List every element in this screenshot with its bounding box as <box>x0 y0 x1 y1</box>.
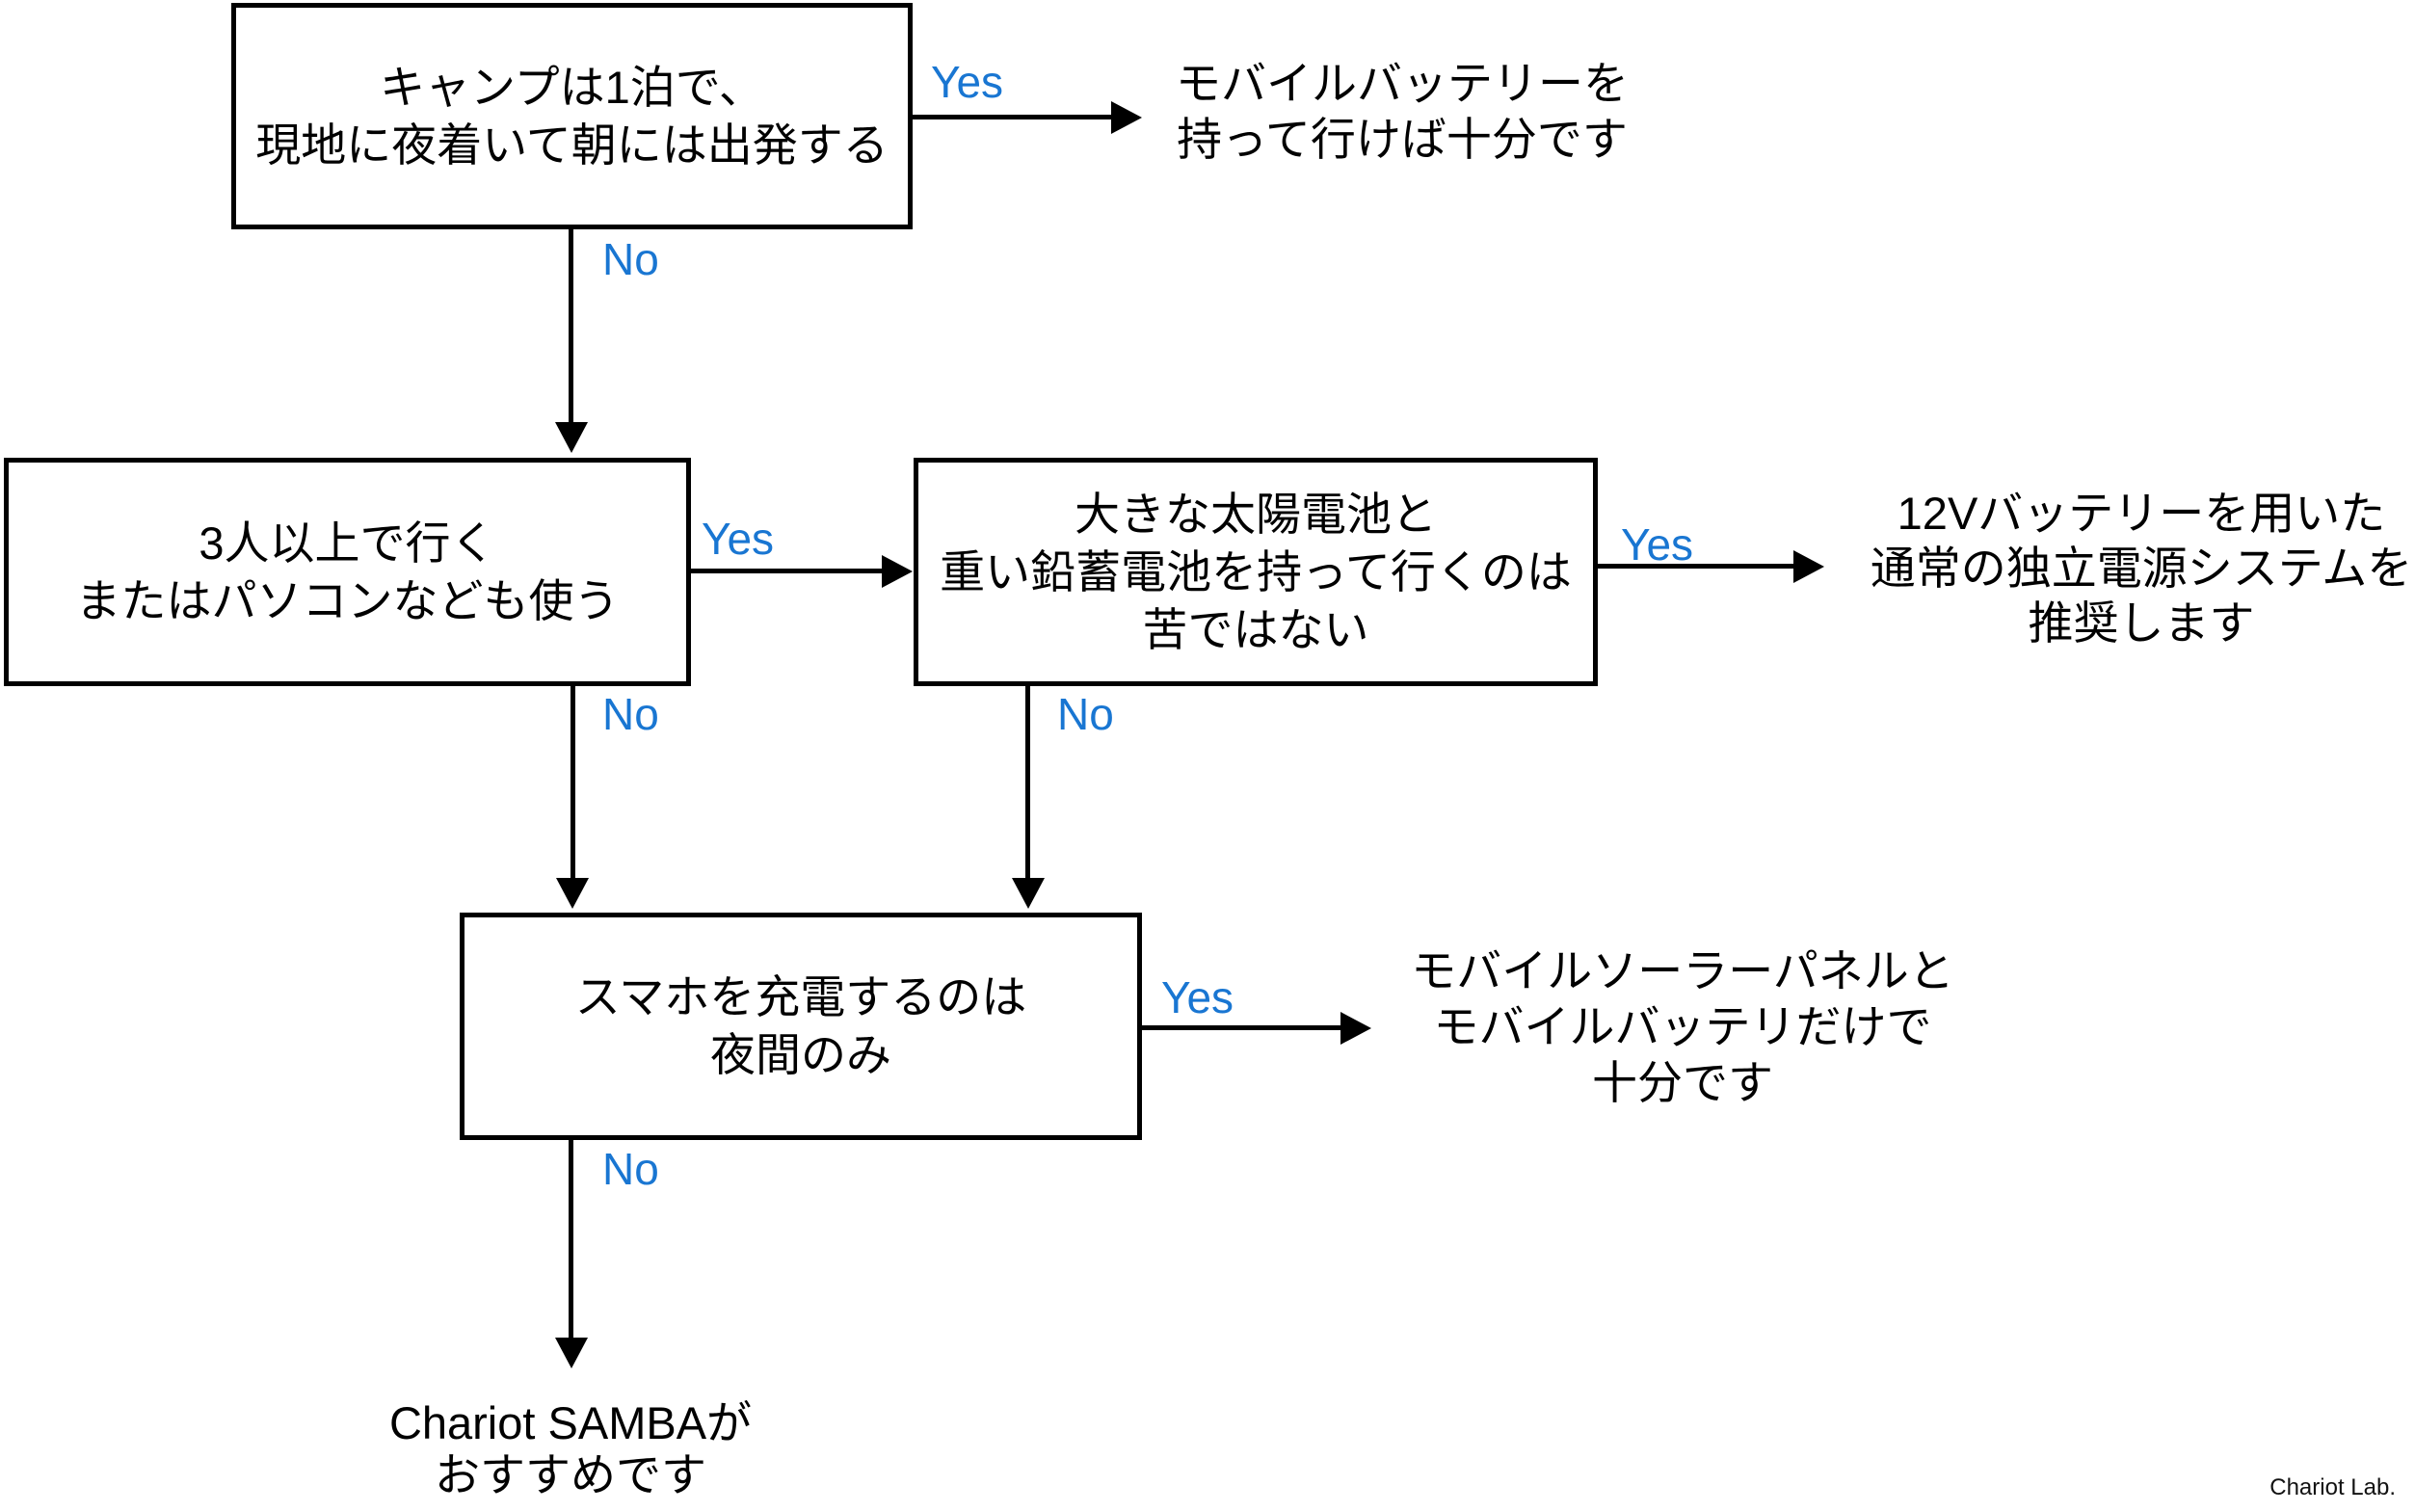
arrowhead-right-icon <box>1340 1012 1371 1045</box>
decision-box-camp-one-night: キャンプは1泊で、 現地に夜着いて朝には出発する <box>231 3 913 229</box>
result-text-line: 十分です <box>1592 1057 1773 1108</box>
arrowhead-down-icon <box>555 1338 588 1368</box>
result-text-line: おすすめです <box>435 1449 706 1500</box>
arrowhead-down-icon <box>1012 878 1045 909</box>
result-text-line: モバイルバッテリだけで <box>1433 1001 1932 1052</box>
arrow-q4-yes-line <box>1142 1025 1340 1030</box>
decision-box-charge-phone-night-only: スマホを充電するのは 夜間のみ <box>460 913 1142 1140</box>
edge-label-q2-no: No <box>602 689 659 739</box>
result-text-line: 推奨します <box>2028 597 2255 649</box>
arrowhead-down-icon <box>556 878 589 909</box>
arrowhead-right-icon <box>1793 550 1824 583</box>
edge-label-q2-yes: Yes <box>702 514 775 564</box>
decision-text-line: 3人以上で行く <box>199 517 496 569</box>
arrowhead-down-icon <box>555 422 588 453</box>
arrow-q2-yes-line <box>691 569 882 573</box>
decision-box-heavy-battery-ok: 大きな太陽電池と 重い鉛蓄電池を持って行くのは 苦ではない <box>914 458 1598 686</box>
arrow-q3-no-line <box>1025 686 1030 878</box>
decision-text-line: キャンプは1泊で、 <box>380 61 764 113</box>
decision-text-line: スマホを充電するのは <box>574 971 1027 1022</box>
edge-label-q4-yes: Yes <box>1161 972 1234 1022</box>
result-text-line: Chariot SAMBAが <box>388 1397 753 1448</box>
result-text-line: 12Vバッテリーを用いた <box>1897 488 2386 539</box>
arrow-q3-yes-line <box>1598 564 1793 569</box>
arrow-q1-no-line <box>569 229 573 422</box>
decision-text-line: 現地に夜着いて朝には出発する <box>255 119 889 171</box>
result-12v-system: 12Vバッテリーを用いた 通常の独立電源システムを 推奨します <box>1852 486 2415 650</box>
decision-text-line: 重い鉛蓄電池を持って行くのは <box>940 545 1572 597</box>
decision-box-three-people-or-pc: 3人以上で行く またはパソコンなども使う <box>4 458 691 686</box>
result-mobile-solar-panel: モバイルソーラーパネルと モバイルバッテリだけで 十分です <box>1393 943 1972 1111</box>
result-mobile-battery: モバイルバッテリーを 持って行けば十分です <box>1113 56 1691 168</box>
decision-text-line: 夜間のみ <box>710 1029 891 1080</box>
result-chariot-samba: Chariot SAMBAが おすすめです <box>320 1397 821 1501</box>
arrowhead-right-icon <box>882 555 913 588</box>
edge-label-q1-no: No <box>602 234 659 284</box>
edge-label-q4-no: No <box>602 1144 659 1194</box>
arrow-q4-no-line <box>569 1140 573 1338</box>
result-text-line: モバイルバッテリーを <box>1176 58 1629 109</box>
result-text-line: 通常の独立電源システムを <box>1870 543 2413 594</box>
result-text-line: モバイルソーラーパネルと <box>1411 945 1954 996</box>
edge-label-q3-yes: Yes <box>1621 519 1694 570</box>
arrowhead-right-icon <box>1111 101 1142 134</box>
credit-chariot-lab: Chariot Lab. <box>2269 1474 2396 1500</box>
arrow-q2-no-line <box>571 686 575 878</box>
arrow-q1-yes-line <box>913 115 1111 119</box>
edge-label-q1-yes: Yes <box>931 57 1004 107</box>
edge-label-q3-no: No <box>1057 689 1114 739</box>
decision-text-line: またはパソコンなども使う <box>75 574 620 626</box>
decision-text-line: 大きな太陽電池と <box>1075 488 1437 540</box>
result-text-line: 持って行けば十分です <box>1177 114 1628 165</box>
decision-text-line: 苦ではない <box>1142 603 1369 655</box>
